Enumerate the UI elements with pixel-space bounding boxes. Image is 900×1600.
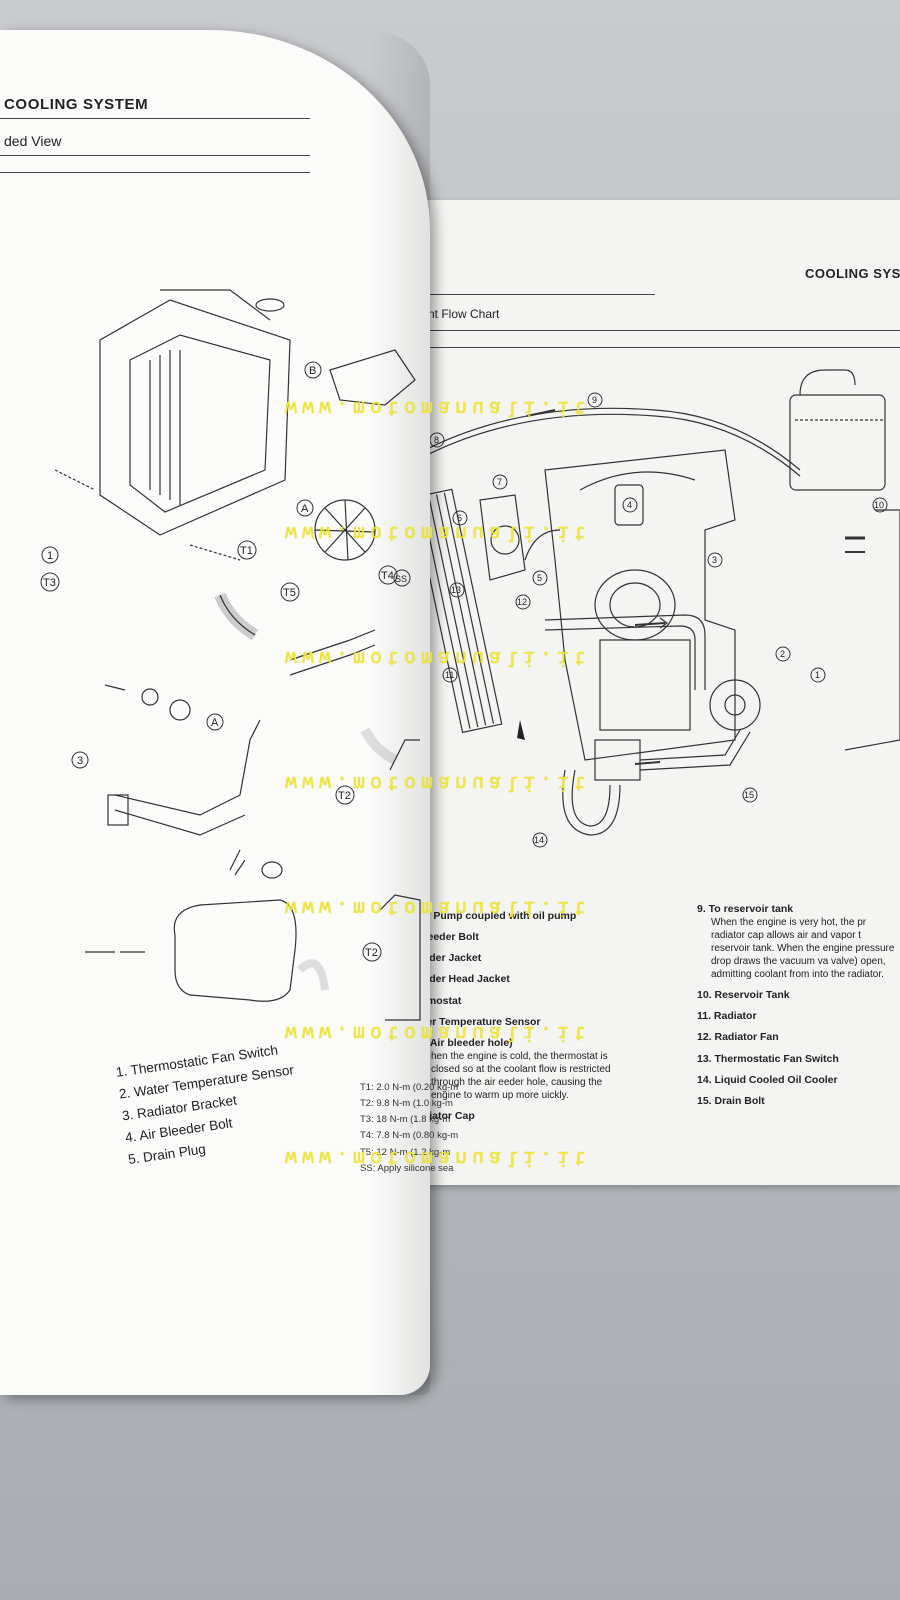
torque-item: T1: 2.0 N-m (0.20 kg-m [360,1082,459,1093]
legend-item: 10. Reservoir Tank [697,989,790,1002]
callout-11: 11 [445,670,454,680]
callout-2: 2 [780,649,785,659]
flow-legend-left: ter Pump coupled with oil pump Bleeder B… [417,910,687,1131]
legend-item: 15. Drain Bolt [697,1094,765,1107]
torque-item: T2: 9.8 N-m (1.0 kg-m [360,1098,453,1110]
callout-1: 1 [815,670,820,680]
legend-note: When the engine is very hot, the pr radi… [711,917,895,981]
radiator-shape [99,299,291,536]
callout-12: 12 [517,597,527,607]
right-page-heading: COOLING SYS [805,266,900,281]
left-page: COOLING SYSTEM ded View [0,30,458,1395]
torque-item: T3: 18 N-m (1.8 kg-m [360,1114,451,1126]
callout-T2: T2 [338,790,351,802]
radiator-shape [411,488,503,734]
header-rule [0,172,310,173]
callout-3: 3 [77,755,83,767]
header-rule [405,330,900,331]
watermark-text: www.motomanuali.it [285,895,592,918]
legend-note: hen the engine is cold, the thermostat i… [431,1050,611,1101]
legend-item: adiator Cap [417,1109,475,1122]
legend-item: ter Pump coupled with oil pump [417,910,577,922]
engine-block-shape [544,449,736,761]
callout-4: 4 [627,500,632,510]
water-pump-shape [709,679,761,731]
oil-cooler-shape [594,739,641,781]
legend-item: 11. Radiator [697,1010,757,1023]
callout-5: 5 [537,573,542,583]
header-rule [0,155,310,156]
legend-item: 9. To reservoir tank When the engine is … [697,903,897,981]
legend-item: ater Temperature Sensor [417,1015,541,1028]
flow-legend-right: 9. To reservoir tank When the engine is … [697,903,897,1116]
header-rule [405,294,655,295]
legend-item: n (Air bleeder hole) hen the engine is c… [417,1037,687,1102]
watermark-text: www.motomanuali.it [285,1020,592,1043]
callout-B: B [309,365,316,377]
callout-T5: T5 [283,587,296,599]
torque-item: T4: 7.8 N-m (0.80 kg-m [360,1130,459,1142]
callout-9: 9 [592,395,597,405]
callout-13: 13 [451,585,461,595]
callout-10: 10 [874,500,884,510]
callout-A: A [211,717,219,729]
legend-item: ermostat [417,994,462,1007]
coolant-flow-diagram: 9 8 7 4 3 5 12 13 6 2 1 11 15 14 10 [411,369,900,848]
callout-15: 15 [744,790,754,800]
right-page: COOLING SYS nt Flow Chart [405,200,900,1185]
left-page-heading: COOLING SYSTEM [4,96,149,113]
legend-item: linder Jacket [417,952,482,965]
watermark-text: www.motomanuali.it [285,770,592,793]
legend-item: 13. Thermostatic Fan Switch [697,1052,839,1065]
callout-14: 14 [534,835,544,845]
callout-A: A [301,503,309,515]
callout-3: 3 [712,555,717,565]
watermark-text: www.motomanuali.it [285,520,592,543]
callout-T3: T3 [43,577,56,589]
callout-SS: SS [395,574,407,584]
watermark-text: www.motomanuali.it [285,395,592,418]
radiator-fan-shape [479,494,526,581]
callout-6: 6 [457,513,462,523]
callout-T1: T1 [240,545,253,557]
watermark-text: www.motomanuali.it [285,645,592,668]
right-page-subtitle: nt Flow Chart [428,307,500,321]
reservoir-tank-shape [173,899,297,1002]
legend-item: linder Head Jacket [417,973,510,986]
legend-item: 12. Radiator Fan [697,1031,779,1044]
watermark-text: www.motomanuali.it [285,1145,592,1168]
callout-8: 8 [434,435,439,445]
callout-7: 7 [497,477,502,487]
callout-1: 1 [47,550,53,562]
header-rule [405,347,900,348]
callout-T2: T2 [365,947,378,959]
callout-T4: T4 [381,570,394,582]
legend-item: Bleeder Bolt [417,931,479,944]
left-page-subtitle: ded View [4,133,62,149]
legend-item: 14. Liquid Cooled Oil Cooler [697,1073,838,1086]
reservoir-tank-shape [789,394,886,491]
header-rule [0,118,310,119]
